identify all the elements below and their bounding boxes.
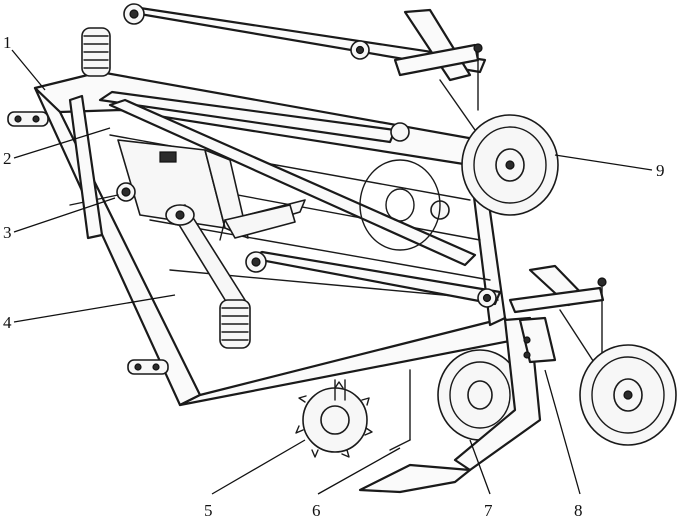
- callout-labels: 1 2 3 4 5 6 7 8 9: [3, 33, 665, 520]
- rear-bracket-lower: [508, 264, 607, 356]
- upper-linkage-arms: [68, 3, 502, 308]
- gauge-wheel-lower: [559, 309, 677, 446]
- callout-3: 3: [3, 223, 12, 242]
- callout-5: 5: [204, 501, 213, 520]
- gearbox-assembly: [69, 139, 249, 239]
- callout-leaders: [11, 49, 653, 495]
- springs: [81, 27, 251, 349]
- subsoiler-shank: [453, 316, 557, 472]
- mounting-rod: [389, 369, 411, 451]
- inner-shank: [219, 204, 296, 241]
- callout-9: 9: [656, 161, 665, 180]
- callout-8: 8: [574, 501, 583, 520]
- callout-1: 1: [3, 33, 12, 52]
- callout-7: 7: [484, 501, 493, 520]
- rear-bracket-upper: [393, 8, 483, 111]
- subsoiler-point: [358, 463, 472, 494]
- callout-6: 6: [312, 501, 321, 520]
- rotary-cutter: [295, 379, 373, 458]
- callout-2: 2: [3, 149, 12, 168]
- callout-4: 4: [3, 313, 12, 332]
- gauge-wheel-upper: [439, 79, 559, 216]
